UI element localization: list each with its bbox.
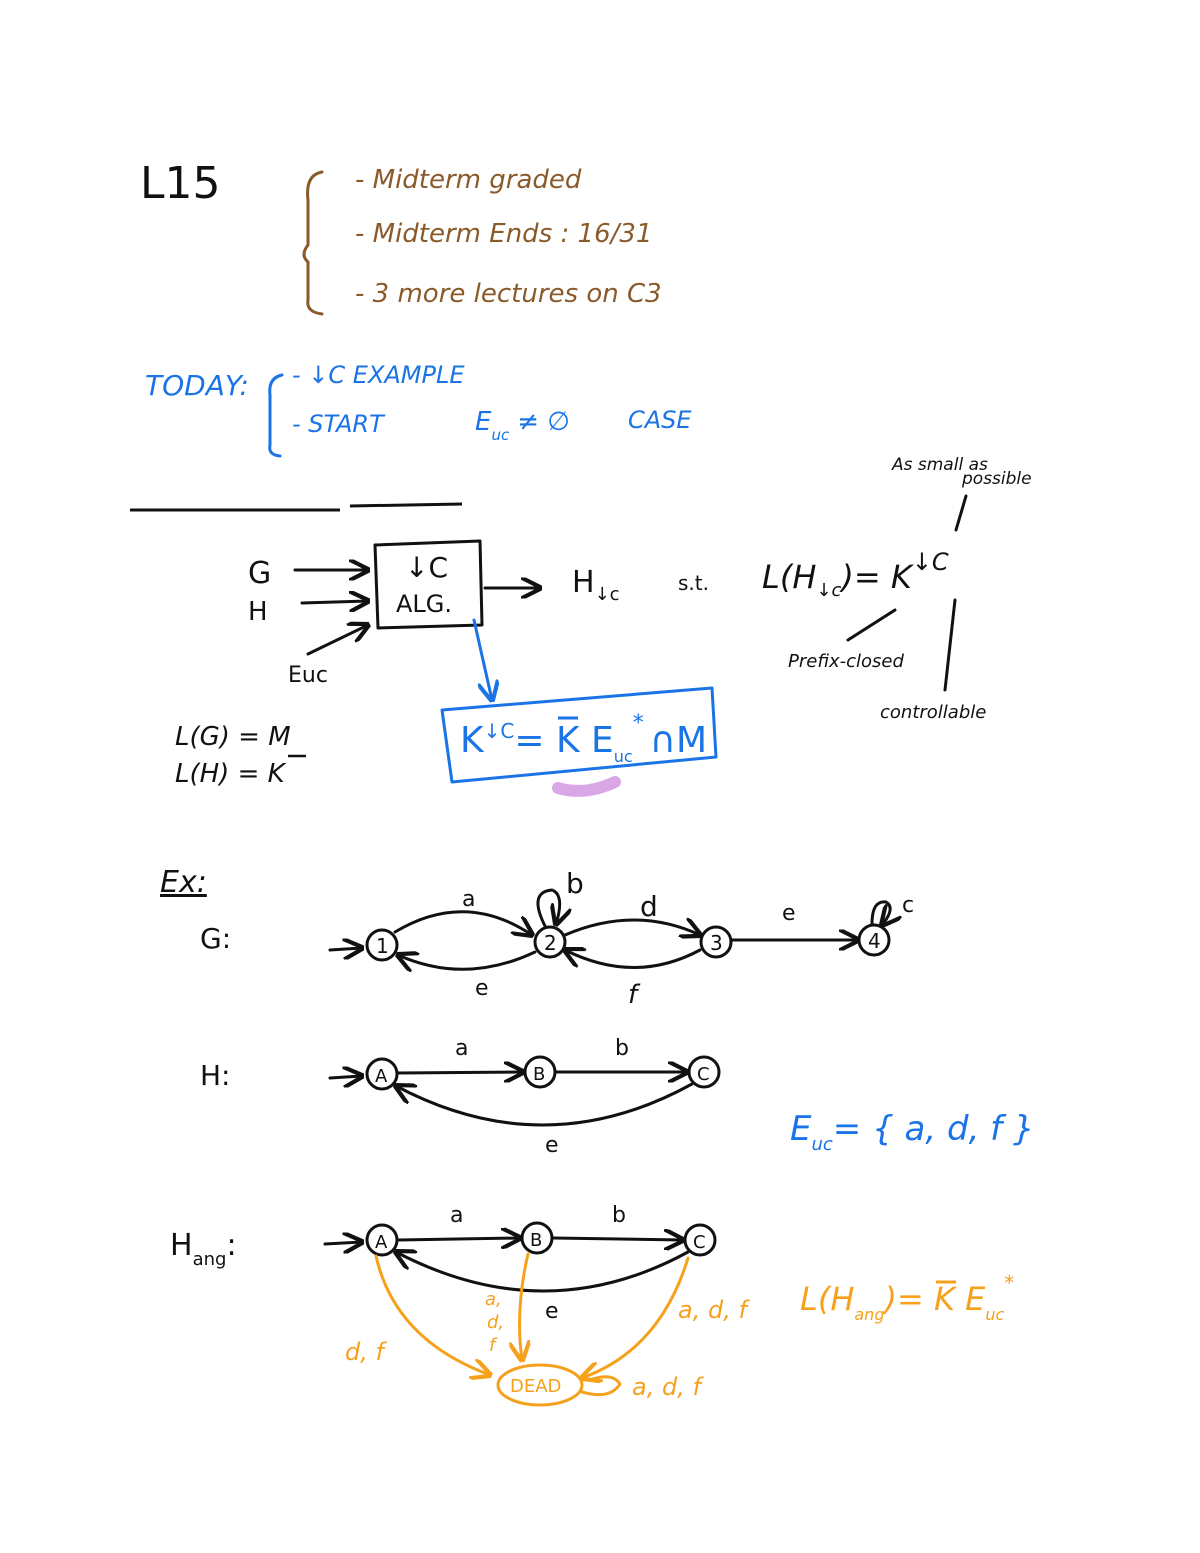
hang-state-b-label: B	[530, 1230, 542, 1251]
h-state-c-label: C	[697, 1064, 710, 1085]
note-midterm-ends: - Midterm Ends : 16/31	[355, 219, 652, 249]
g-edge-label-e2: e	[782, 901, 796, 926]
today-euc: Euc≠ ∅	[475, 407, 570, 444]
g-self-loop-4-c	[870, 900, 890, 925]
g-edge-label-b: b	[566, 867, 584, 900]
formula-ksupc: K↓C= K Euc*∩M	[460, 711, 707, 766]
dead-edge-label-b1: a,	[485, 1289, 502, 1310]
dead-edge-label-b3: f	[489, 1335, 498, 1356]
h-state-b-label: B	[533, 1064, 545, 1085]
formula-box	[440, 686, 718, 784]
g-state-3-label: 3	[710, 931, 723, 955]
arrow-alg-to-formula	[472, 618, 492, 700]
dead-edge-label-b2: d,	[487, 1312, 504, 1333]
g-edge-2-3-d	[563, 920, 700, 935]
h-edge-label-e: e	[545, 1133, 559, 1158]
pointer-controllable	[943, 598, 957, 692]
algorithm-box	[373, 539, 484, 630]
h-edge-label-b: b	[615, 1036, 629, 1061]
g-state-1	[365, 928, 399, 962]
note-possible: possible	[961, 469, 1032, 489]
note-prefix-closed: Prefix-closed	[788, 651, 904, 672]
today-brace	[268, 373, 284, 458]
g-edge-label-e: e	[475, 976, 489, 1001]
arrow-h-to-alg	[300, 601, 368, 603]
euc-definition: Euc= { a, d, f }	[790, 1109, 1035, 1155]
g-edge-label-a: a	[462, 887, 475, 912]
g-edge-label-d: d	[640, 890, 658, 923]
hang-language: L(Hang)= K Euc*	[800, 1271, 1014, 1324]
h-edge-a-b	[396, 1072, 523, 1073]
today-item-start: - START	[292, 410, 386, 438]
dead-self-loop	[580, 1375, 622, 1397]
dead-edge-label-a: d, f	[345, 1338, 387, 1366]
g-state-4-label: 4	[868, 929, 881, 953]
g-initial-arrow	[328, 948, 362, 950]
hang-state-a-label: A	[375, 1232, 388, 1253]
dead-edge-from-b	[520, 1252, 528, 1360]
note-controllable: controllable	[880, 702, 986, 723]
g-self-loop-2-b	[536, 888, 560, 926]
hang-edge-label-b: b	[612, 1203, 626, 1228]
g-edge-label-f: f	[628, 980, 641, 1010]
dead-edge-label-c: a, d, f	[678, 1296, 750, 1324]
hang-edge-label-e: e	[545, 1299, 559, 1324]
header-brace	[302, 170, 324, 316]
g-edge-1-2-a	[393, 910, 532, 935]
hang-automaton-label: Hang:	[170, 1228, 237, 1270]
algorithm-box-line2: ALG.	[396, 590, 452, 618]
note-more-lectures: - 3 more lectures on C3	[355, 279, 662, 309]
g-state-1-label: 1	[376, 934, 389, 958]
h-edge-c-a	[396, 1082, 694, 1127]
pointer-prefix	[846, 608, 897, 642]
lecture-number: L15	[140, 158, 221, 209]
g-edge-label-c: c	[902, 893, 914, 918]
g-automaton-label: G:	[200, 922, 231, 955]
g-edge-2-1-e	[398, 950, 537, 969]
algorithm-box-line1: ↓C	[405, 551, 448, 584]
dead-state	[496, 1363, 584, 1407]
g-edge-3-2-f	[565, 950, 702, 969]
algo-input-g: G	[248, 556, 271, 591]
pointer-small	[954, 494, 968, 532]
h-initial-arrow	[328, 1076, 362, 1078]
algo-input-euc: Euc	[288, 663, 328, 688]
note-as-small: As small as	[891, 455, 988, 475]
algo-output: H↓c	[572, 565, 620, 605]
dead-state-label: DEAD	[510, 1376, 561, 1397]
arrow-euc-to-alg	[306, 625, 368, 656]
dead-edge-from-c	[582, 1256, 690, 1378]
today-item-example: - ↓C EXAMPLE	[292, 361, 465, 389]
hang-edge-a-b	[396, 1238, 520, 1240]
today-label: TODAY:	[145, 369, 249, 402]
algo-input-h: H	[248, 597, 268, 627]
hang-state-c-label: C	[693, 1232, 706, 1253]
h-automaton-label: H:	[200, 1059, 231, 1092]
hang-edge-label-a: a	[450, 1203, 463, 1228]
note-midterm-graded: - Midterm graded	[355, 165, 582, 195]
dead-self-loop-label: a, d, f	[632, 1373, 704, 1401]
such-that: s.t.	[678, 571, 709, 595]
language-h: L(H) = K	[175, 759, 287, 789]
g-state-2-label: 2	[544, 931, 557, 955]
purple-highlight	[552, 776, 621, 797]
language-equation: L(H↓c)= K↓C	[762, 548, 949, 601]
h-state-a-label: A	[375, 1066, 388, 1087]
hang-edge-b-c	[551, 1238, 683, 1240]
today-item-case: CASE	[628, 406, 692, 434]
hang-edge-c-a	[396, 1252, 690, 1293]
hang-initial-arrow	[323, 1242, 362, 1244]
g-state-3	[699, 925, 733, 959]
section-divider	[130, 502, 463, 512]
h-edge-label-a: a	[455, 1036, 468, 1061]
dead-edge-from-a	[374, 1254, 490, 1375]
language-g: L(G) = M	[175, 722, 291, 752]
example-label: Ex:	[160, 865, 207, 900]
